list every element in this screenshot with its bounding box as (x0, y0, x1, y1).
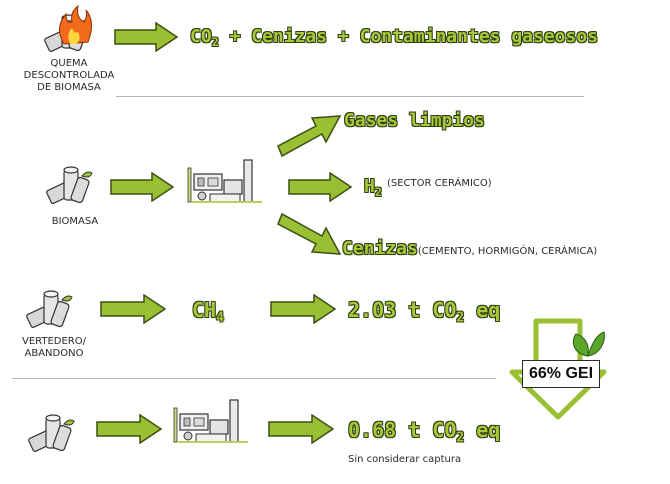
clean-gases-text: Gases limpios (344, 110, 485, 131)
divider (116, 96, 584, 97)
value-unit: eq (464, 418, 501, 442)
arrow-right-icon (100, 294, 166, 324)
ch4-text: CH (192, 298, 217, 322)
row1-label-line: DESCONTROLADA (23, 70, 115, 81)
ghg-reduction-badge: 66% GEI (522, 360, 600, 388)
row1-result-rest: + Cenizas + Contaminantes gaseosos (218, 26, 599, 47)
row1-label-line: DE BIOMASA (37, 82, 101, 93)
biomass-log-icon (45, 166, 93, 205)
arrow-right-icon (96, 414, 162, 444)
value-subscript: 2 (456, 430, 465, 446)
ch4-subscript: 4 (216, 310, 224, 326)
gasification-emissions-value: 0.68 t CO2 eq (348, 418, 500, 446)
gasification-plant-icon (173, 399, 249, 443)
arrow-right-icon (268, 414, 334, 444)
hydrogen-output: H2 (SECTOR CERÁMICO) (364, 176, 492, 199)
capture-note: Sin considerar captura (348, 454, 462, 465)
arrow-up-right-icon (277, 115, 342, 158)
row1-result: CO2 + Cenizas + Contaminantes gaseosos (190, 26, 598, 49)
co2-subscript: 2 (211, 35, 219, 50)
value-number: 0.68 t CO (348, 418, 457, 442)
h2-subscript: 2 (374, 185, 382, 200)
biomass-label: BIOMASA (51, 216, 99, 227)
arrow-right-icon (288, 172, 352, 202)
row1-label-line: QUEMA (50, 58, 88, 69)
divider (12, 378, 496, 379)
value-subscript: 2 (456, 310, 465, 326)
h2-text: H (364, 176, 375, 197)
co2-text: CO (190, 26, 212, 47)
value-number: 2.03 t CO (348, 298, 457, 322)
landfill-label: VERTEDERO/ ABANDONO (6, 336, 102, 360)
row1-label: QUEMA DESCONTROLADA DE BIOMASA (14, 58, 124, 94)
leaf-icon (572, 331, 605, 357)
landfill-label-line: VERTEDERO/ (21, 336, 86, 347)
burning-biomass-icon (43, 4, 92, 53)
ashes-output: Cenizas(CEMENTO, HORMIGÓN, CERÁMICA) (342, 238, 597, 259)
methane-text: CH4 (192, 298, 224, 326)
value-unit: eq (464, 298, 501, 322)
ashes-text: Cenizas (342, 238, 418, 259)
arrow-right-icon (110, 172, 174, 202)
arrow-right-icon (114, 22, 178, 52)
landfill-log-icon (25, 290, 73, 329)
ceramic-sector-note: (SECTOR CERÁMICO) (386, 178, 492, 189)
gasification-plant-icon (187, 159, 263, 203)
biomass-log-icon (27, 414, 75, 453)
arrow-down-right-icon (277, 212, 342, 255)
landfill-emissions-value: 2.03 t CO2 eq (348, 298, 500, 326)
ashes-uses-note: (CEMENTO, HORMIGÓN, CERÁMICA) (417, 246, 598, 257)
arrow-right-icon (270, 294, 336, 324)
landfill-label-line: ABANDONO (24, 348, 84, 359)
